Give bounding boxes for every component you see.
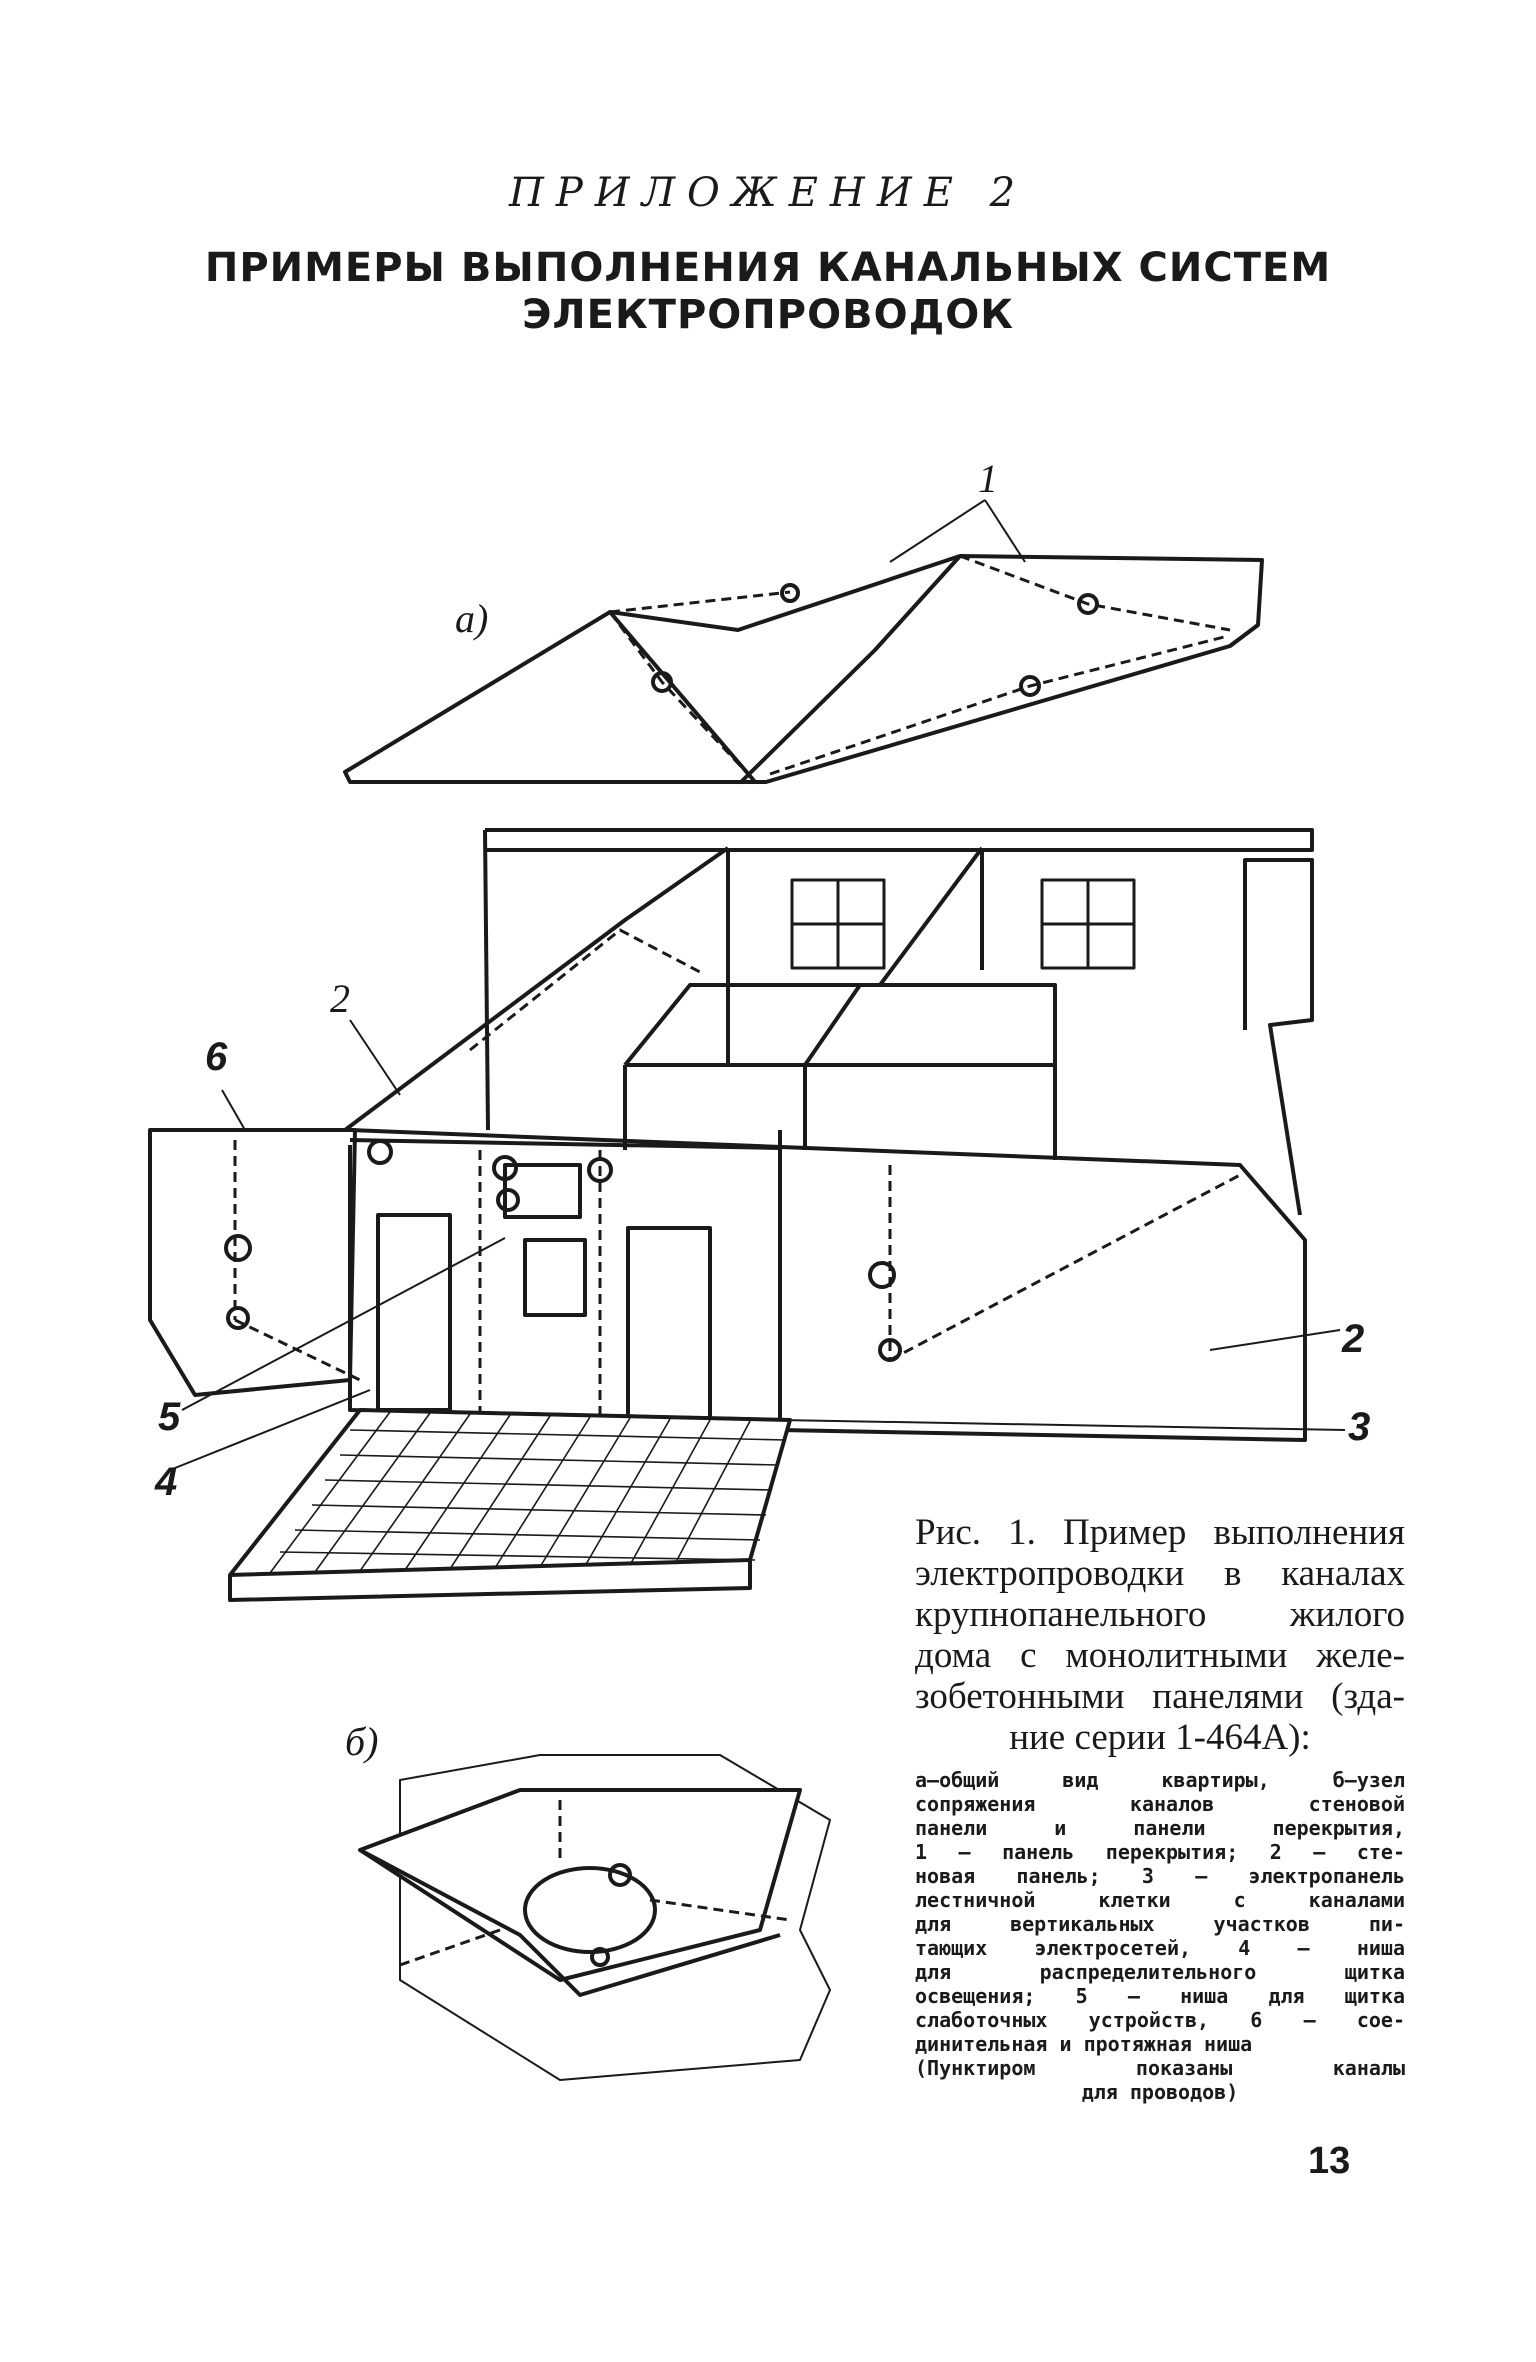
label-subfigure-b: б) [345, 1719, 378, 1764]
caption-line: крупнопанельного жилого [915, 1594, 1405, 1635]
legend-line: освещения; 5 — ниша для щитка [915, 1984, 1405, 2008]
legend-line: для вертикальных участков пи- [915, 1912, 1405, 1936]
figure-legend: а—общий вид квартиры, б—узел сопряжения … [915, 1768, 1405, 2104]
legend-line: для распределительного щитка [915, 1960, 1405, 1984]
back-wall [483, 828, 1314, 1216]
label-3: 3 [1348, 1405, 1370, 1449]
caption-line: электропроводки в каналах [915, 1553, 1405, 1594]
caption-line: ние серии 1-464А): [1009, 1717, 1311, 1758]
section-heading-line-2: ЭЛЕКТРОПРОВОДОК [522, 292, 1014, 338]
wall-panels [148, 928, 1307, 1442]
figure-caption: Рис. 1. Пример выполнения электропроводк… [915, 1512, 1405, 1758]
legend-line: динительная и протяжная ниша [915, 2032, 1253, 2056]
label-5: 5 [158, 1395, 181, 1439]
legend-line: новая панель; 3 — электропанель [915, 1864, 1405, 1888]
interior-partitions [343, 846, 1057, 1160]
legend-line: сопряжения каналов стеновой [915, 1792, 1405, 1816]
legend-line: лестничной клетки с каналами [915, 1888, 1405, 1912]
legend-line: панели и панели перекрытия, [915, 1816, 1405, 1840]
stair-electropanel [348, 1139, 782, 1422]
caption-line: зобетонными панелями (зда- [915, 1676, 1405, 1717]
legend-line: а—общий вид квартиры, б—узел [915, 1768, 1405, 1792]
legend-line: для проводов) [1081, 2080, 1239, 2104]
label-6: 6 [205, 1035, 228, 1079]
label-subfigure-a: а) [455, 596, 488, 641]
legend-line: 1 — панель перекрытия; 2 — сте- [915, 1840, 1405, 1864]
legend-line: тающих электросетей, 4 — ниша [915, 1936, 1405, 1960]
caption-line: дома с монолитными желе- [915, 1635, 1405, 1676]
caption-line: Рис. 1. Пример выполнения [915, 1512, 1405, 1553]
joint-detail [358, 1754, 831, 2081]
legend-line: (Пунктиром показаны каналы [915, 2056, 1405, 2080]
label-2-right: 2 [1341, 1317, 1364, 1361]
stair-grid-floor [228, 1408, 792, 1602]
appendix-title: ПРИЛОЖЕНИЕ 2 [508, 170, 1028, 216]
label-2-left: 2 [330, 976, 350, 1021]
section-heading-line-1: ПРИМЕРЫ ВЫПОЛНЕНИЯ КАНАЛЬНЫХ СИСТЕМ [204, 245, 1332, 291]
callout-leaders [169, 1019, 1346, 1471]
page-number: 13 [1308, 2140, 1351, 2182]
legend-line: слаботочных устройств, 6 — сое- [915, 2008, 1405, 2032]
label-1: 1 [978, 456, 998, 501]
label-4: 4 [154, 1460, 177, 1504]
floor-slab-panels [343, 554, 1264, 785]
